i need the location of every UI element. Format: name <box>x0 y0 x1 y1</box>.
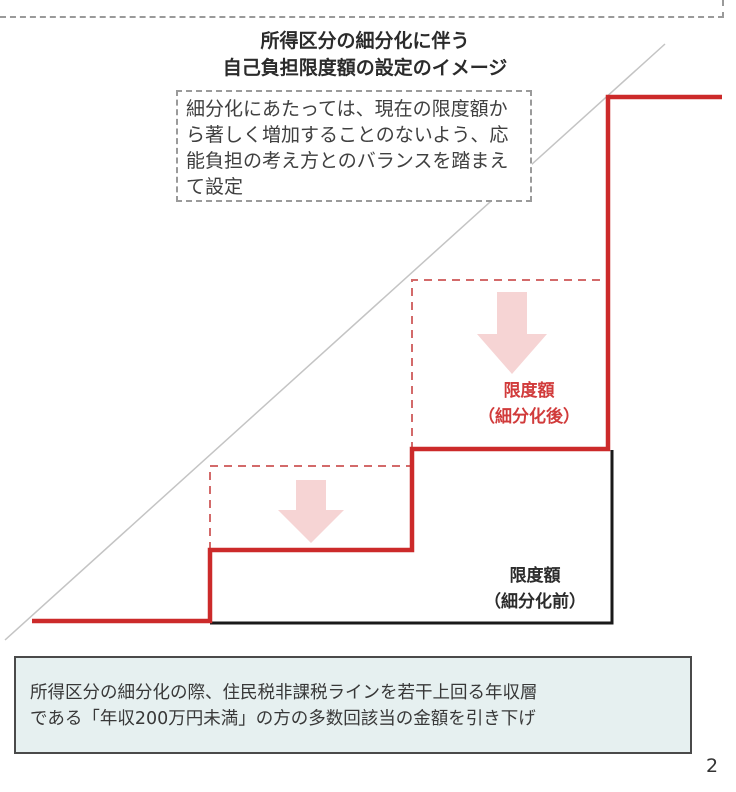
page-number: 2 <box>706 755 719 777</box>
limit-after-line <box>32 94 722 624</box>
label-limit-after: 限度額 （細分化後） <box>464 378 594 430</box>
note-box: 細分化にあたっては、現在の限度額から著しく増加することのないよう、応能負担の考え… <box>176 90 532 202</box>
top-dashed-border <box>0 0 724 18</box>
proportional-diagonal-line <box>4 43 666 641</box>
down-arrow-icon-small <box>278 480 344 543</box>
label-after-line-2: （細分化後） <box>478 407 580 427</box>
label-after-line-1: 限度額 <box>503 381 555 401</box>
label-limit-before: 限度額 （細分化前） <box>470 563 600 615</box>
summary-line-2: である「年収200万円未満」の方の多数回該当の金額を引き下げ <box>30 709 536 729</box>
summary-line-1: 所得区分の細分化の際、住民税非課税ラインを若干上回る年収層 <box>30 683 538 703</box>
label-before-line-2: （細分化前） <box>484 592 586 612</box>
title-line-1: 所得区分の細分化に伴う <box>260 30 470 52</box>
label-before-line-1: 限度額 <box>509 566 561 586</box>
down-arrow-icon-large <box>477 292 547 374</box>
previous-limit-dashed-step-2 <box>411 279 608 450</box>
summary-box: 所得区分の細分化の際、住民税非課税ラインを若干上回る年収層 である「年収200万… <box>14 656 692 754</box>
previous-limit-dashed-step-1 <box>209 465 412 550</box>
title-line-2: 自己負担限度額の設定のイメージ <box>222 57 508 79</box>
note-text: 細分化にあたっては、現在の限度額から著しく増加することのないよう、応能負担の考え… <box>186 98 509 198</box>
limit-before-line <box>210 450 614 625</box>
diagram-title: 所得区分の細分化に伴う 自己負担限度額の設定のイメージ <box>150 28 580 82</box>
